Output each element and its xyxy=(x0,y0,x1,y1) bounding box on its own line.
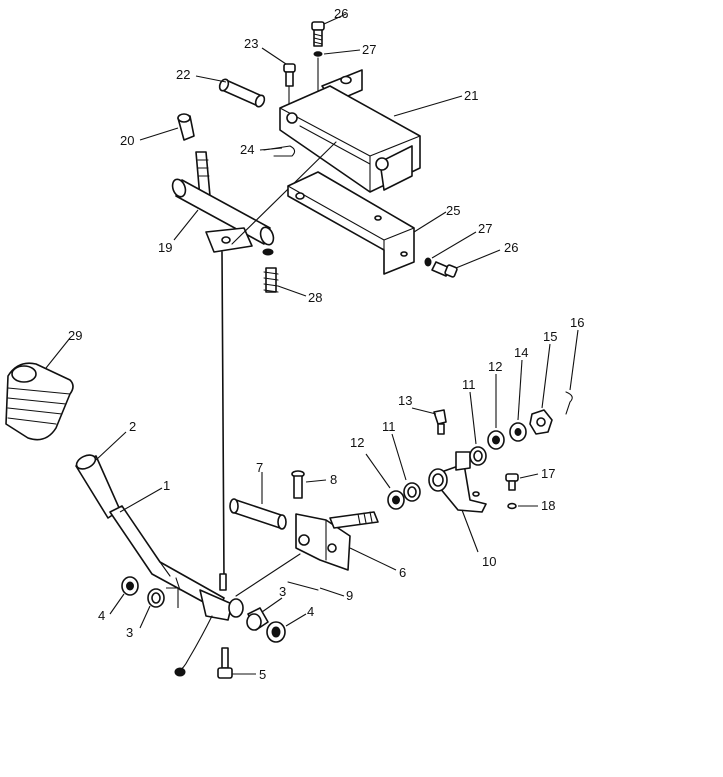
callout-1: 1 xyxy=(163,478,170,493)
callout-8: 8 xyxy=(330,472,337,487)
callout-12-mid: 12 xyxy=(350,435,364,450)
part-18-washer xyxy=(507,502,517,510)
callout-21: 21 xyxy=(464,88,478,103)
callout-6: 6 xyxy=(399,565,406,580)
part-12-nut-mid xyxy=(387,490,405,510)
part-26-bolt-top xyxy=(311,21,325,47)
part-7-pin xyxy=(229,498,287,530)
callout-9: 9 xyxy=(346,588,353,603)
callout-2: 2 xyxy=(129,419,136,434)
leader-lines xyxy=(45,13,579,675)
part-27-washer-top xyxy=(313,51,323,57)
callout-28: 28 xyxy=(308,290,322,305)
callout-27-top: 27 xyxy=(362,42,376,57)
part-24-cotter-pin xyxy=(263,145,296,157)
part-23-bolt xyxy=(283,63,296,87)
callout-12-right: 12 xyxy=(488,359,502,374)
callout-20: 20 xyxy=(120,133,134,148)
callout-3-right: 3 xyxy=(279,584,286,599)
part-15-nut xyxy=(529,409,553,435)
part-11-bushing-right xyxy=(469,446,487,466)
callout-22: 22 xyxy=(176,67,190,82)
callout-11-mid: 11 xyxy=(382,419,396,434)
callout-4-left: 4 xyxy=(98,608,105,623)
callout-3-left: 3 xyxy=(126,625,133,640)
part-11-bushing-mid xyxy=(403,482,421,502)
part-5-bolt xyxy=(217,647,233,679)
callout-26-right: 26 xyxy=(504,240,518,255)
callout-10: 10 xyxy=(482,554,496,569)
part-9-pin xyxy=(287,581,319,591)
callout-11-right: 11 xyxy=(462,377,476,392)
callout-25: 25 xyxy=(446,203,460,218)
part-17-bolt xyxy=(505,473,519,491)
callout-18: 18 xyxy=(541,498,555,513)
part-12-nut-right xyxy=(487,430,505,450)
callout-17: 17 xyxy=(541,466,555,481)
part-3-bushing-left xyxy=(147,588,165,608)
part-19-shaft-lever xyxy=(171,151,275,253)
part-22-pin xyxy=(218,78,266,108)
part-6-bracket xyxy=(295,511,379,571)
callout-4-right: 4 xyxy=(307,604,314,619)
part-20-knob xyxy=(177,113,195,141)
callout-14: 14 xyxy=(514,345,528,360)
part-16-cotter-pin xyxy=(565,391,573,415)
part-1-lever xyxy=(109,505,244,677)
part-10-clevis xyxy=(428,451,487,513)
callout-16: 16 xyxy=(570,315,584,330)
part-2-grip xyxy=(75,454,121,519)
part-14-washer xyxy=(509,422,527,442)
part-4-bearing-right xyxy=(266,621,286,643)
part-3-bushing-right xyxy=(246,607,269,631)
callout-19: 19 xyxy=(158,240,172,255)
part-28-spring xyxy=(263,267,279,293)
callout-15: 15 xyxy=(543,329,557,344)
part-29-boot xyxy=(5,362,74,441)
callout-29: 29 xyxy=(68,328,82,343)
callout-26-top: 26 xyxy=(334,6,348,21)
part-21-bracket xyxy=(279,69,421,193)
callout-23: 23 xyxy=(244,36,258,51)
part-13-grease-fitting xyxy=(433,409,447,435)
callout-labels: 1 2 3 3 4 4 5 6 7 8 9 10 11 11 12 12 13 … xyxy=(68,6,584,682)
part-8-bolt xyxy=(291,470,305,499)
callout-27-right: 27 xyxy=(478,221,492,236)
part-26-bolt-right xyxy=(431,261,458,278)
part-19-nut xyxy=(262,248,274,256)
callout-7: 7 xyxy=(256,460,263,475)
callout-13: 13 xyxy=(398,393,412,408)
part-4-bearing-left xyxy=(121,576,139,596)
part-27-washer-right xyxy=(424,257,432,267)
callout-5: 5 xyxy=(259,667,266,682)
part-25-plate xyxy=(287,171,415,275)
callout-24: 24 xyxy=(240,142,254,157)
link-rod xyxy=(221,251,225,581)
